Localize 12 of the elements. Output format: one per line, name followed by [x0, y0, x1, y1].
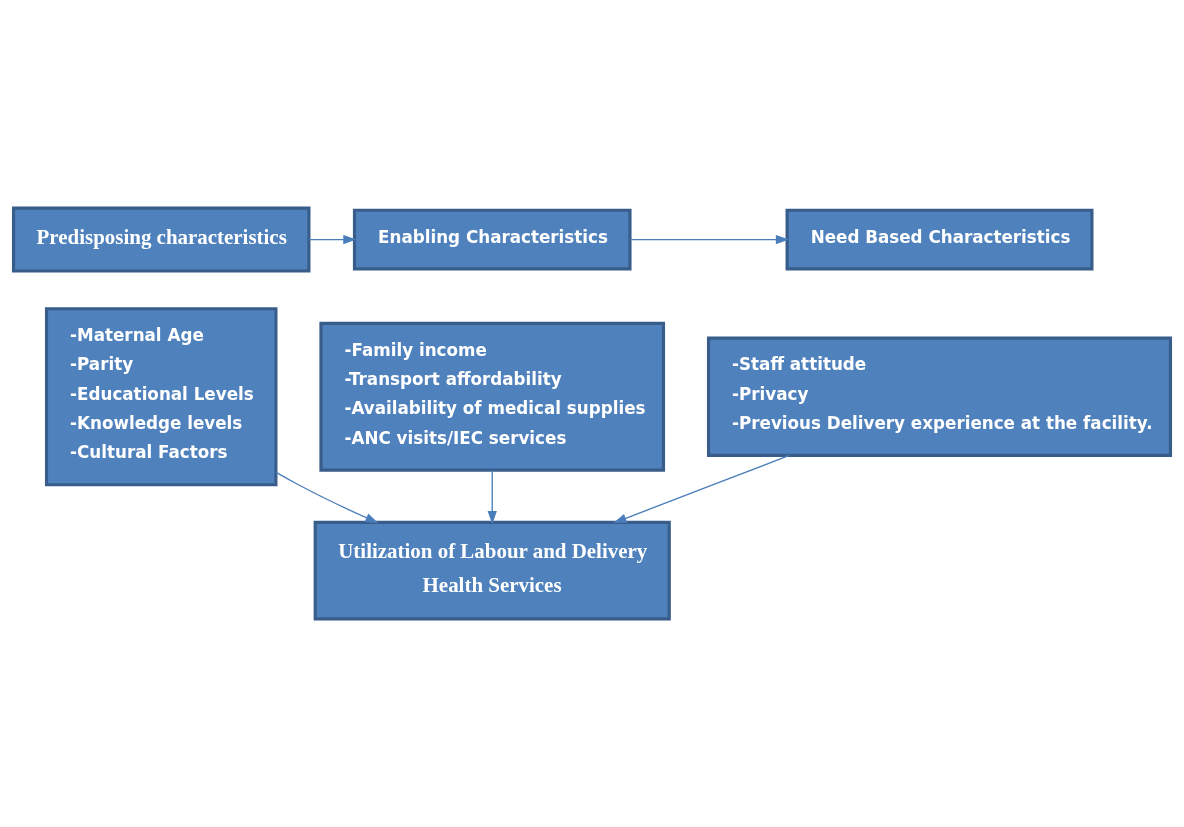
arrow: [308, 235, 357, 245]
arrow: [487, 469, 497, 525]
node-box: Utilization of Labour and Delivery Health Services: [313, 520, 671, 621]
arrow: [275, 471, 379, 524]
node-box: -Staff attitude -Privacy -Previous Delivery experience at the facility.: [706, 336, 1173, 457]
node-box: -Maternal Age -Parity -Educational Levels -Knowledge levels -Cultural Factors: [44, 307, 278, 487]
node-box: Predisposing characteristics: [11, 206, 311, 273]
arrow: [629, 235, 790, 245]
arrow: [613, 454, 790, 524]
node-box: -Family income -Transport affordability -Availability of medical supplies -ANC visits/IEC services: [319, 321, 666, 472]
node-box: Need Based Characteristics: [785, 208, 1094, 271]
node-box: Enabling Characteristics: [352, 208, 632, 271]
